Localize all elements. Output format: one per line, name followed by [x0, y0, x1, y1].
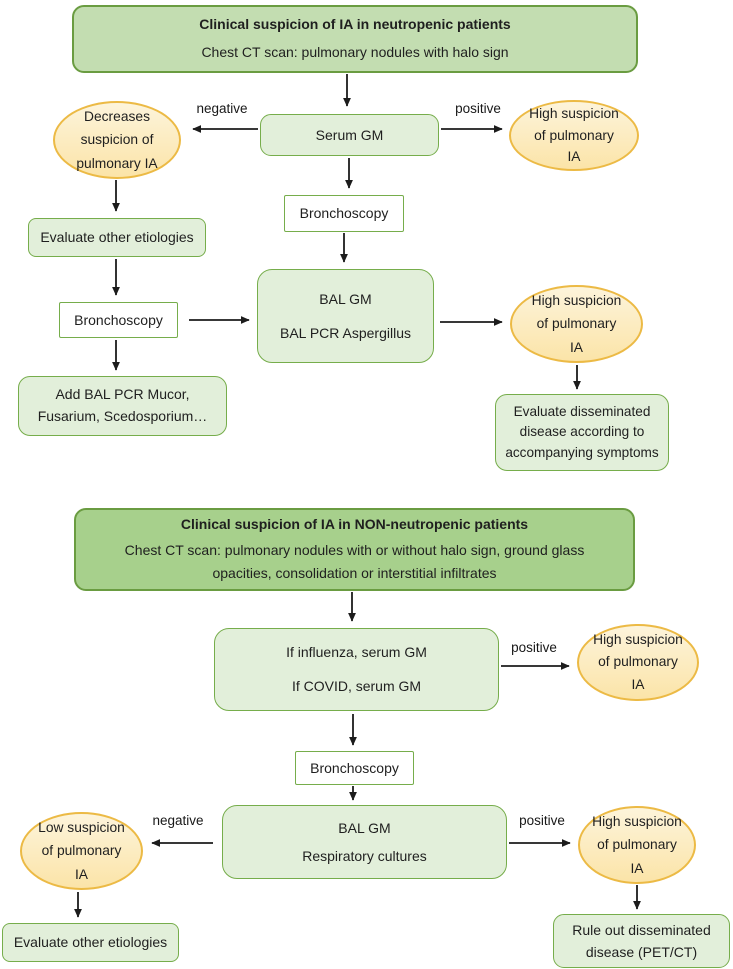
edge-label-positive-s2-top: positive — [511, 640, 557, 655]
header-neutropenic-subtitle: Chest CT scan: pulmonary nodules with ha… — [201, 44, 509, 61]
bal-gm-s2-line2: Respiratory cultures — [302, 847, 427, 864]
ellipse-high-s2top-line2: of pulmonary — [598, 654, 678, 670]
ellipse-high-mid-line3: IA — [569, 339, 584, 355]
ellipse-low-line3: IA — [74, 866, 89, 882]
evaluate-other-label-s2: Evaluate other etiologies — [13, 934, 168, 951]
header-non-neutropenic-subtitle-1: Chest CT scan: pulmonary nodules with or… — [124, 541, 585, 558]
bal-gm-s2-line1: BAL GM — [338, 819, 391, 836]
ellipse-decreases-suspicion: Decreases suspicion of pulmonary IA — [53, 101, 181, 179]
edge-label-negative-s1: negative — [196, 101, 248, 116]
bronchoscopy-box-left: Bronchoscopy — [59, 302, 178, 338]
header-non-neutropenic: Clinical suspicion of IA in NON-neutrope… — [74, 508, 635, 591]
bal-gm-line2: BAL PCR Aspergillus — [280, 324, 411, 341]
add-bal-pcr-box: Add BAL PCR Mucor, Fusarium, Scedosporiu… — [18, 376, 227, 436]
bronchoscopy-left-label: Bronchoscopy — [74, 311, 163, 328]
ellipse-high-s2bot-line2: of pulmonary — [597, 837, 677, 853]
bal-gm-box-s1: BAL GM BAL PCR Aspergillus — [257, 269, 434, 363]
ellipse-high-mid-line1: High suspicion — [531, 292, 622, 308]
evaluate-other-label-s1: Evaluate other etiologies — [40, 229, 194, 246]
ellipse-decreases-line2: suspicion of — [80, 132, 154, 148]
serum-gm-box: Serum GM — [260, 114, 439, 156]
ellipse-low-suspicion: Low suspicion of pulmonary IA — [20, 812, 143, 890]
edge-label-negative-s2: negative — [152, 813, 204, 828]
evaluate-other-etiologies-box-s2: Evaluate other etiologies — [2, 923, 179, 962]
evaluate-disseminated-box: Evaluate disseminated disease according … — [495, 394, 669, 471]
ellipse-high-suspicion-top: High suspicion of pulmonary IA — [509, 100, 639, 171]
evaluate-other-etiologies-box-s1: Evaluate other etiologies — [28, 218, 206, 257]
serum-gm-label: Serum GM — [315, 126, 384, 143]
add-bal-line2: Fusarium, Scedosporium… — [37, 408, 208, 424]
influenza-covid-box: If influenza, serum GM If COVID, serum G… — [214, 628, 499, 711]
header-neutropenic-title: Clinical suspicion of IA in neutropenic … — [199, 15, 511, 32]
ellipse-high-suspicion-mid: High suspicion of pulmonary IA — [510, 285, 643, 363]
bronchoscopy-box-s2: Bronchoscopy — [295, 751, 414, 785]
covid-line: If COVID, serum GM — [291, 678, 422, 694]
rule-out-disseminated-box: Rule out disseminated disease (PET/CT) — [553, 914, 730, 968]
bal-gm-box-s2: BAL GM Respiratory cultures — [222, 805, 507, 879]
influenza-line: If influenza, serum GM — [286, 644, 427, 661]
rule-out-line1: Rule out disseminated — [572, 921, 711, 938]
ellipse-low-line2: of pulmonary — [41, 843, 122, 859]
edge-label-positive-s2: positive — [519, 813, 565, 828]
evaluate-disseminated-line2: disease according to — [519, 424, 645, 440]
bronchoscopy-s2-label: Bronchoscopy — [310, 759, 399, 776]
header-non-neutropenic-subtitle-2: opacities, consolidation or interstitial… — [212, 564, 497, 581]
add-bal-line1: Add BAL PCR Mucor, — [55, 386, 190, 403]
ellipse-high-top-line3: IA — [567, 149, 581, 165]
ellipse-high-s2bot-line3: IA — [630, 860, 644, 876]
evaluate-disseminated-line1: Evaluate disseminated — [513, 403, 651, 419]
ellipse-decreases-line3: pulmonary IA — [76, 155, 158, 171]
ellipse-high-mid-line2: of pulmonary — [536, 316, 617, 332]
bronchoscopy-box-center: Bronchoscopy — [284, 195, 404, 232]
ellipse-high-suspicion-s2-bottom: High suspicion of pulmonary IA — [578, 806, 696, 884]
ellipse-high-s2top-line1: High suspicion — [593, 632, 683, 648]
rule-out-line2: disease (PET/CT) — [585, 944, 698, 960]
ellipse-high-top-line1: High suspicion — [529, 106, 619, 122]
ellipse-high-s2bot-line1: High suspicion — [592, 813, 682, 829]
bronchoscopy-center-label: Bronchoscopy — [299, 205, 389, 222]
header-neutropenic: Clinical suspicion of IA in neutropenic … — [72, 5, 638, 73]
header-non-neutropenic-title: Clinical suspicion of IA in NON-neutrope… — [180, 516, 529, 533]
ellipse-high-suspicion-s2-top: High suspicion of pulmonary IA — [577, 624, 699, 701]
edge-label-positive-s1: positive — [455, 101, 501, 116]
ellipse-high-s2top-line3: IA — [631, 676, 645, 692]
evaluate-disseminated-line3: accompanying symptoms — [505, 444, 659, 460]
ellipse-high-top-line2: of pulmonary — [534, 127, 614, 143]
bal-gm-line1: BAL GM — [319, 290, 372, 307]
ellipse-decreases-line1: Decreases — [84, 108, 150, 124]
ellipse-low-line1: Low suspicion — [38, 819, 125, 835]
